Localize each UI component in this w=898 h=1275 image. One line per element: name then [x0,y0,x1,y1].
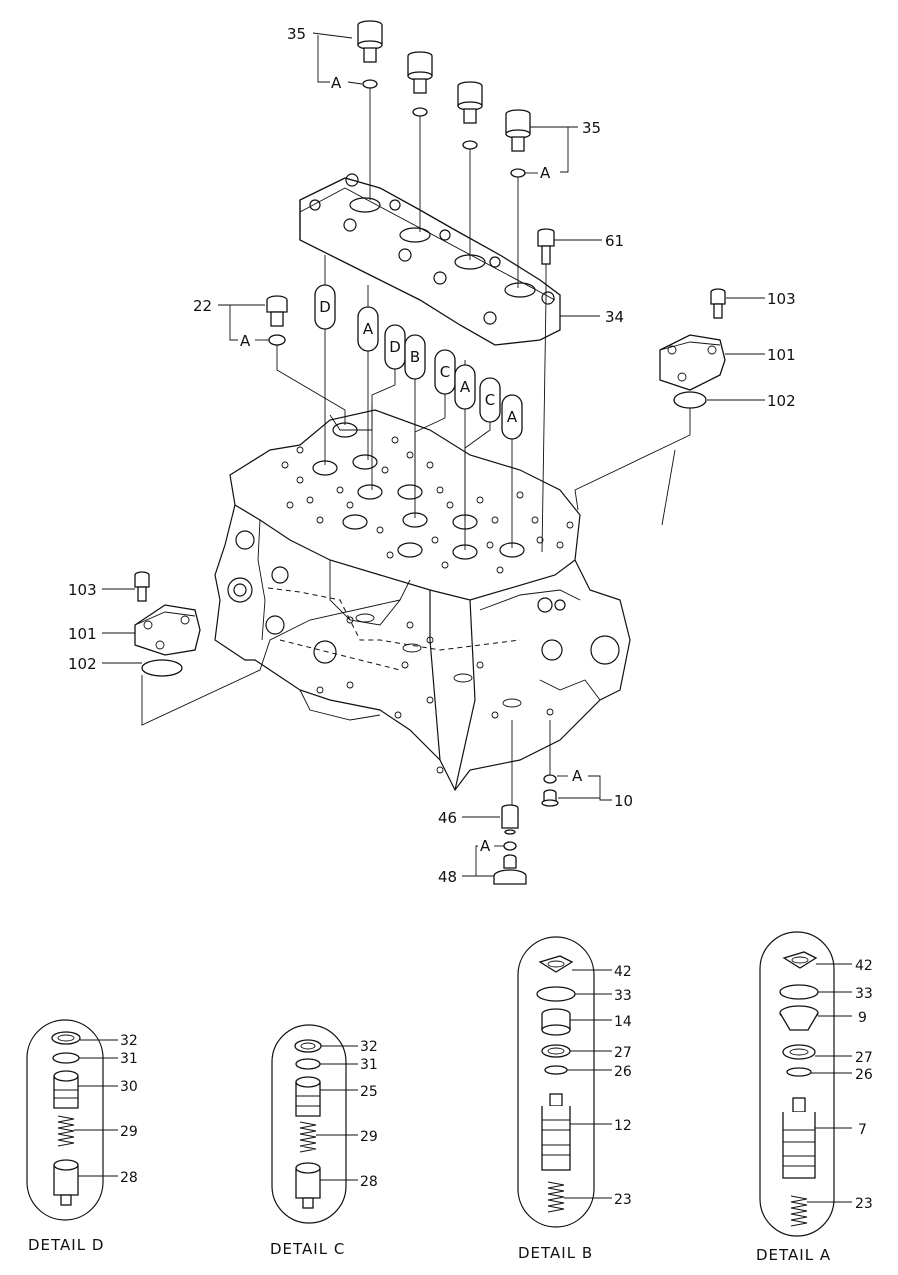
part-number: 32 [360,1039,378,1055]
part-number: 33 [614,988,632,1004]
capsule-letter: A [460,378,471,396]
callout-22: 22 [193,297,212,315]
part-number: 28 [360,1174,378,1190]
control-valve-body [214,405,631,792]
part-number: 9 [858,1010,867,1026]
detail-a: 42 33 9 27 26 7 23 DETAIL A [756,931,873,1264]
detail-d: 32 31 30 29 28 DETAIL D [26,1019,138,1254]
plug-22 [266,295,346,425]
part-number: 25 [360,1084,378,1100]
callout-34: 34 [605,308,624,326]
detail-caption: DETAIL A [756,1246,831,1264]
callout-labels: 35 A 35 A 61 34 22 A 103 101 102 103 101… [68,25,796,886]
callout-46: 46 [438,809,457,827]
ref-a: A [480,837,491,855]
callout-103: 103 [767,290,796,308]
callout-35: 35 [582,119,601,137]
callout-61: 61 [605,232,624,250]
ref-a: A [572,767,583,785]
ref-a: A [240,332,251,350]
detail-c: 32 31 25 29 28 DETAIL C [270,1024,378,1258]
capsule-letter: C [485,391,495,409]
detail-b: 42 33 14 27 26 12 23 DETAIL B [517,936,632,1262]
capsule-letter: C [440,363,450,381]
part-number: 14 [614,1014,632,1030]
detail-caption: DETAIL C [270,1240,345,1258]
ref-a: A [331,74,342,92]
part-number: 12 [614,1118,632,1134]
part-number: 30 [120,1079,138,1095]
part-number: 23 [855,1196,873,1212]
part-number: 29 [360,1129,378,1145]
part-number: 31 [360,1057,378,1073]
capsule-letter: D [389,338,401,356]
part-number: 29 [120,1124,138,1140]
callout-10: 10 [614,792,633,810]
part-number: 33 [855,986,873,1002]
callout-102: 102 [767,392,796,410]
part-number: 27 [614,1045,632,1061]
detail-caption: DETAIL D [28,1236,104,1254]
capsule-letter: A [363,320,374,338]
part-number: 31 [120,1051,138,1067]
top-cover-34 [299,173,561,346]
bolt-61 [537,228,555,298]
callout-101: 101 [68,625,97,643]
part-number: 7 [858,1122,867,1138]
part-number: 32 [120,1033,138,1049]
part-number: 23 [614,1192,632,1208]
part-number: 26 [855,1067,873,1083]
capsule-letter: B [410,348,420,366]
callout-48: 48 [438,868,457,886]
capsule-letter: A [507,408,518,426]
callout-101: 101 [767,346,796,364]
detail-caption: DETAIL B [518,1244,593,1262]
side-cover-right [574,288,726,526]
callout-35: 35 [287,25,306,43]
spool-detail-capsules: D A D B C A C A [314,255,547,553]
part-number: 42 [614,964,632,980]
side-cover-left [134,571,401,726]
part-number: 28 [120,1170,138,1186]
ref-a: A [540,164,551,182]
bottom-plugs [493,720,559,885]
part-number: 42 [855,958,873,974]
plug-35-set [357,20,531,288]
part-number: 27 [855,1050,873,1066]
callout-102: 102 [68,655,97,673]
part-number: 26 [614,1064,632,1080]
capsule-letter: D [319,298,331,316]
callout-103: 103 [68,581,97,599]
